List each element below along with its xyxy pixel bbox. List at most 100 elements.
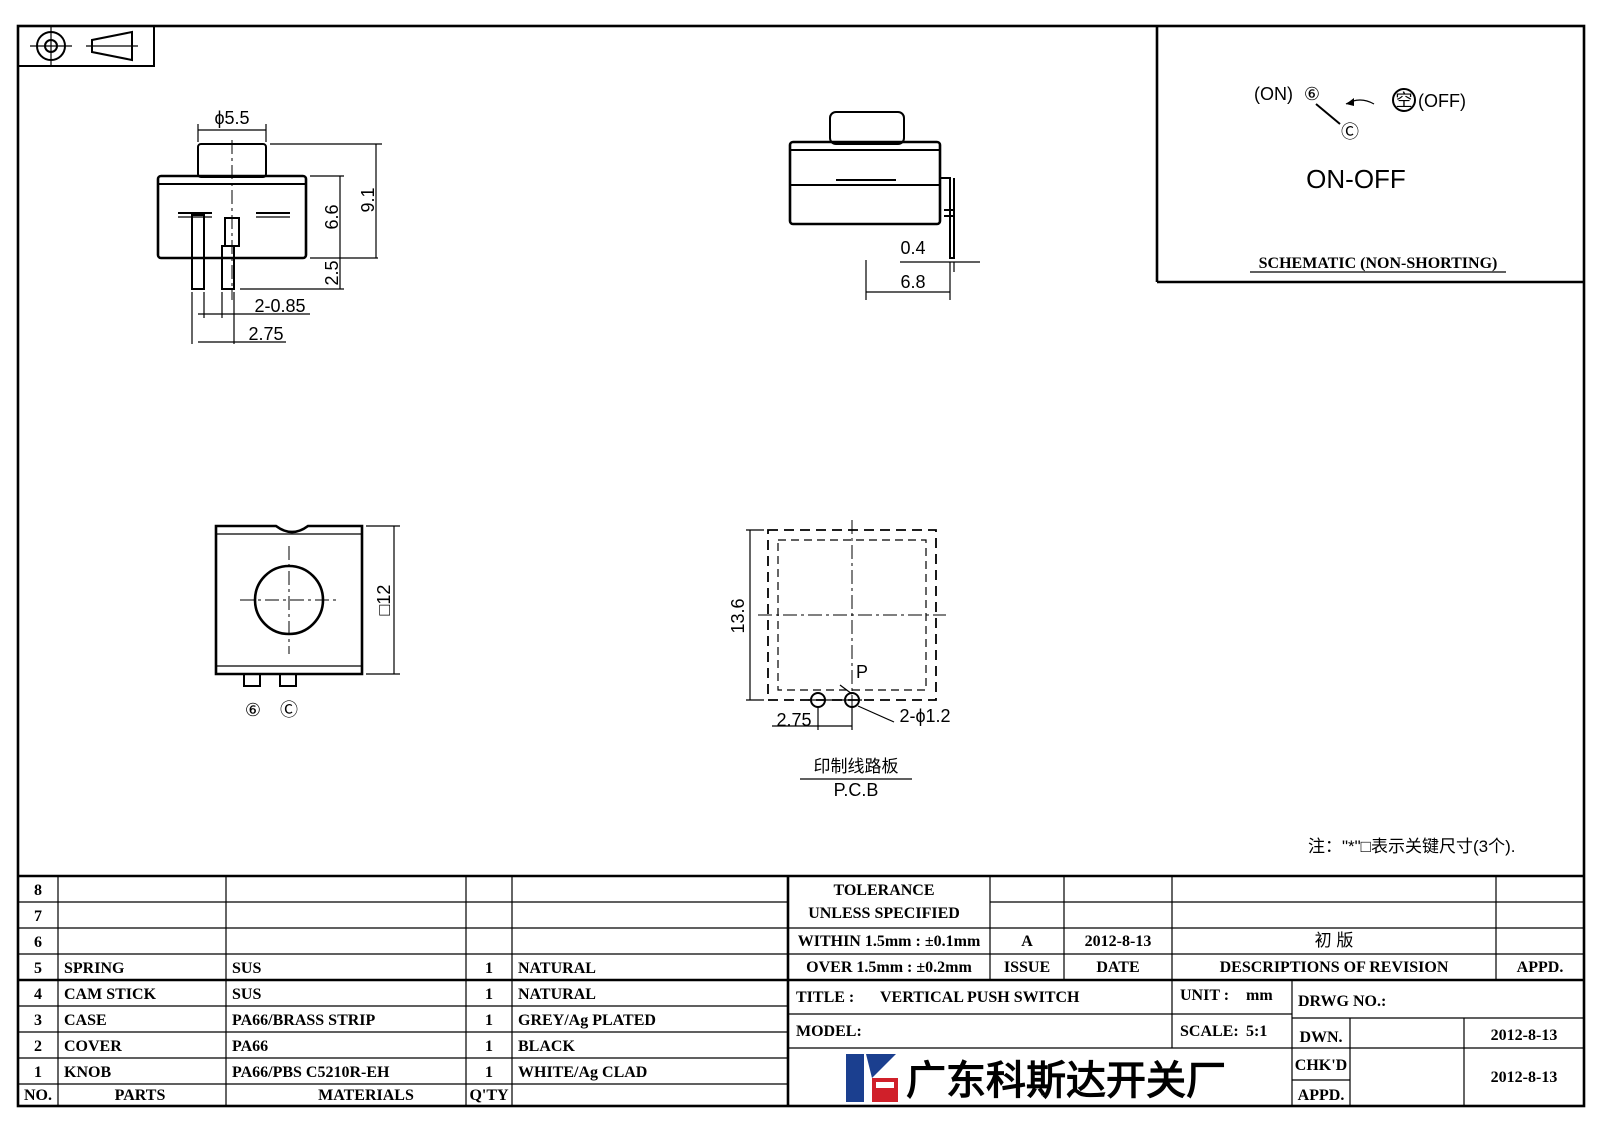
scale-value: 5:1 [1246,1023,1267,1040]
svg-text:PA66/BRASS STRIP: PA66/BRASS STRIP [232,1012,376,1029]
schematic-mode: ON-OFF [1306,164,1406,194]
key-dimension-note: 注："*"□表示关键尺寸(3个). [1308,837,1515,856]
svg-text:PA66: PA66 [232,1038,268,1055]
pcb-caption-en: P.C.B [834,780,879,800]
dim-pcb-holes: 2-ϕ1.2 [899,706,950,726]
svg-text:4: 4 [34,986,42,1003]
date-header: DATE [1096,959,1139,976]
unit-value: mm [1246,987,1273,1004]
schematic-on-label: (ON) [1254,84,1293,104]
dim-pcb-outline: 13.6 [728,598,748,633]
bom-row: 7 [34,908,42,925]
svg-text:1: 1 [34,1064,42,1081]
pcb-caption-cn: 印制线路板 [814,757,899,776]
svg-text:MATERIALS: MATERIALS [318,1087,414,1104]
svg-text:SPRING: SPRING [64,960,125,977]
drawn-date: 2012-8-13 [1491,1027,1558,1044]
dim-square-size: □12 [374,585,394,616]
drawing-number-label: DRWG NO.: [1298,993,1386,1010]
tolerance-subtitle: UNLESS SPECIFIED [808,905,960,922]
svg-text:5: 5 [34,960,42,977]
revision-description: 初 版 [1315,931,1354,950]
schematic-panel: (ON) ⑥ Ⓒ 空 (OFF) ON-OFF SCHEMATIC (NON-S… [1155,26,1584,284]
bom-row: 4 CAM STICK SUS 1 NATURAL [34,986,596,1003]
svg-text:BLACK: BLACK [518,1038,575,1055]
title-value: VERTICAL PUSH SWITCH [880,989,1080,1006]
dim-pin-width: 2-0.85 [254,296,305,316]
svg-text:NATURAL: NATURAL [518,986,596,1003]
issue-value: A [1021,933,1033,950]
pcb-point-p: P [856,662,868,682]
svg-text:SUS: SUS [232,986,261,1003]
svg-text:1: 1 [485,1038,493,1055]
schematic-terminal-off: 空 [1396,91,1413,110]
schematic-terminal-6: ⑥ [1304,84,1320,104]
dim-pin-pitch: 2.75 [248,324,283,344]
dim-pcb-pitch: 2.75 [776,710,811,730]
tolerance-within: WITHIN 1.5mm : ±0.1mm [798,933,981,950]
company-logo-icon [846,1054,898,1102]
schematic-terminal-c: Ⓒ [1341,122,1359,142]
bom-row: 3 CASE PA66/BRASS STRIP 1 GREY/Ag PLATED [34,1012,656,1029]
dim-body-height: 6.6 [322,204,342,229]
svg-text:1: 1 [485,1012,493,1029]
bom-row: 5 SPRING SUS 1 NATURAL [34,960,596,977]
dim-total-height: 9.1 [358,187,378,212]
pcb-layout: 13.6 2.75 2-ϕ1.2 P 印制线路板 P.C.B [728,520,951,800]
title-label: TITLE : [796,989,854,1006]
schematic-off-label: (OFF) [1418,91,1466,111]
svg-text:Q'TY: Q'TY [469,1087,509,1104]
svg-text:8: 8 [34,882,42,899]
side-view: 0.4 6.8 [788,111,980,300]
svg-text:PARTS: PARTS [115,1087,166,1104]
svg-text:PA66/PBS C5210R-EH: PA66/PBS C5210R-EH [232,1064,390,1081]
svg-text:CASE: CASE [64,1012,107,1029]
svg-text:7: 7 [34,908,42,925]
front-view: ϕ5.5 6.6 9.1 2.5 2-0.85 2.75 [156,108,382,344]
sheet-border [16,24,1586,1108]
dim-pin-height: 2.5 [322,260,342,285]
projection-symbol [17,25,155,67]
issue-header: ISSUE [1004,959,1050,976]
checked-label: CHK'D [1295,1057,1347,1074]
appd-header: APPD. [1517,959,1564,976]
dim-depth: 6.8 [900,272,925,292]
svg-text:KNOB: KNOB [64,1064,111,1081]
model-label: MODEL: [796,1023,862,1040]
bom-row: 1 KNOB PA66/PBS C5210R-EH 1 WHITE/Ag CLA… [34,1064,647,1081]
title-block-grid [18,874,1584,1106]
svg-text:NATURAL: NATURAL [518,960,596,977]
dim-pin-thickness: 0.4 [900,238,925,258]
descriptions-header: DESCRIPTIONS OF REVISION [1220,959,1449,976]
svg-text:SUS: SUS [232,960,261,977]
bom-row: 8 [34,882,42,899]
dim-knob-diameter: ϕ5.5 [214,108,249,128]
checked-date: 2012-8-13 [1491,1069,1558,1086]
revision-date: 2012-8-13 [1085,933,1152,950]
company-name: 广东科斯达开关厂 [906,1058,1226,1104]
svg-text:1: 1 [485,960,493,977]
scale-label: SCALE: [1180,1023,1239,1040]
schematic-caption: SCHEMATIC (NON-SHORTING) [1259,255,1498,272]
svg-text:6: 6 [34,934,42,951]
bom-table: 8 7 6 5 SPRING SUS 1 NATURAL 4 CAM STICK… [24,882,656,1104]
unit-label: UNIT : [1180,987,1229,1004]
top-view: □12 ⑥ Ⓒ [214,524,400,720]
svg-text:CAM STICK: CAM STICK [64,986,157,1003]
tolerance-title: TOLERANCE [833,882,934,899]
svg-text:3: 3 [34,1012,42,1029]
bom-header: NO. PARTS MATERIALS Q'TY [24,1087,509,1104]
svg-text:WHITE/Ag CLAD: WHITE/Ag CLAD [518,1064,647,1081]
title-block: TOLERANCE UNLESS SPECIFIED WITHIN 1.5mm … [796,882,1563,1104]
svg-text:GREY/Ag PLATED: GREY/Ag PLATED [518,1012,656,1029]
drawn-label: DWN. [1299,1029,1342,1046]
svg-text:NO.: NO. [24,1087,52,1104]
approved-label: APPD. [1298,1087,1345,1104]
bom-row: 6 [34,934,42,951]
bom-row: 2 COVER PA66 1 BLACK [34,1038,575,1055]
terminal-c-label: Ⓒ [280,700,298,720]
svg-text:2: 2 [34,1038,42,1055]
svg-text:COVER: COVER [64,1038,122,1055]
tolerance-over: OVER 1.5mm : ±0.2mm [806,959,972,976]
